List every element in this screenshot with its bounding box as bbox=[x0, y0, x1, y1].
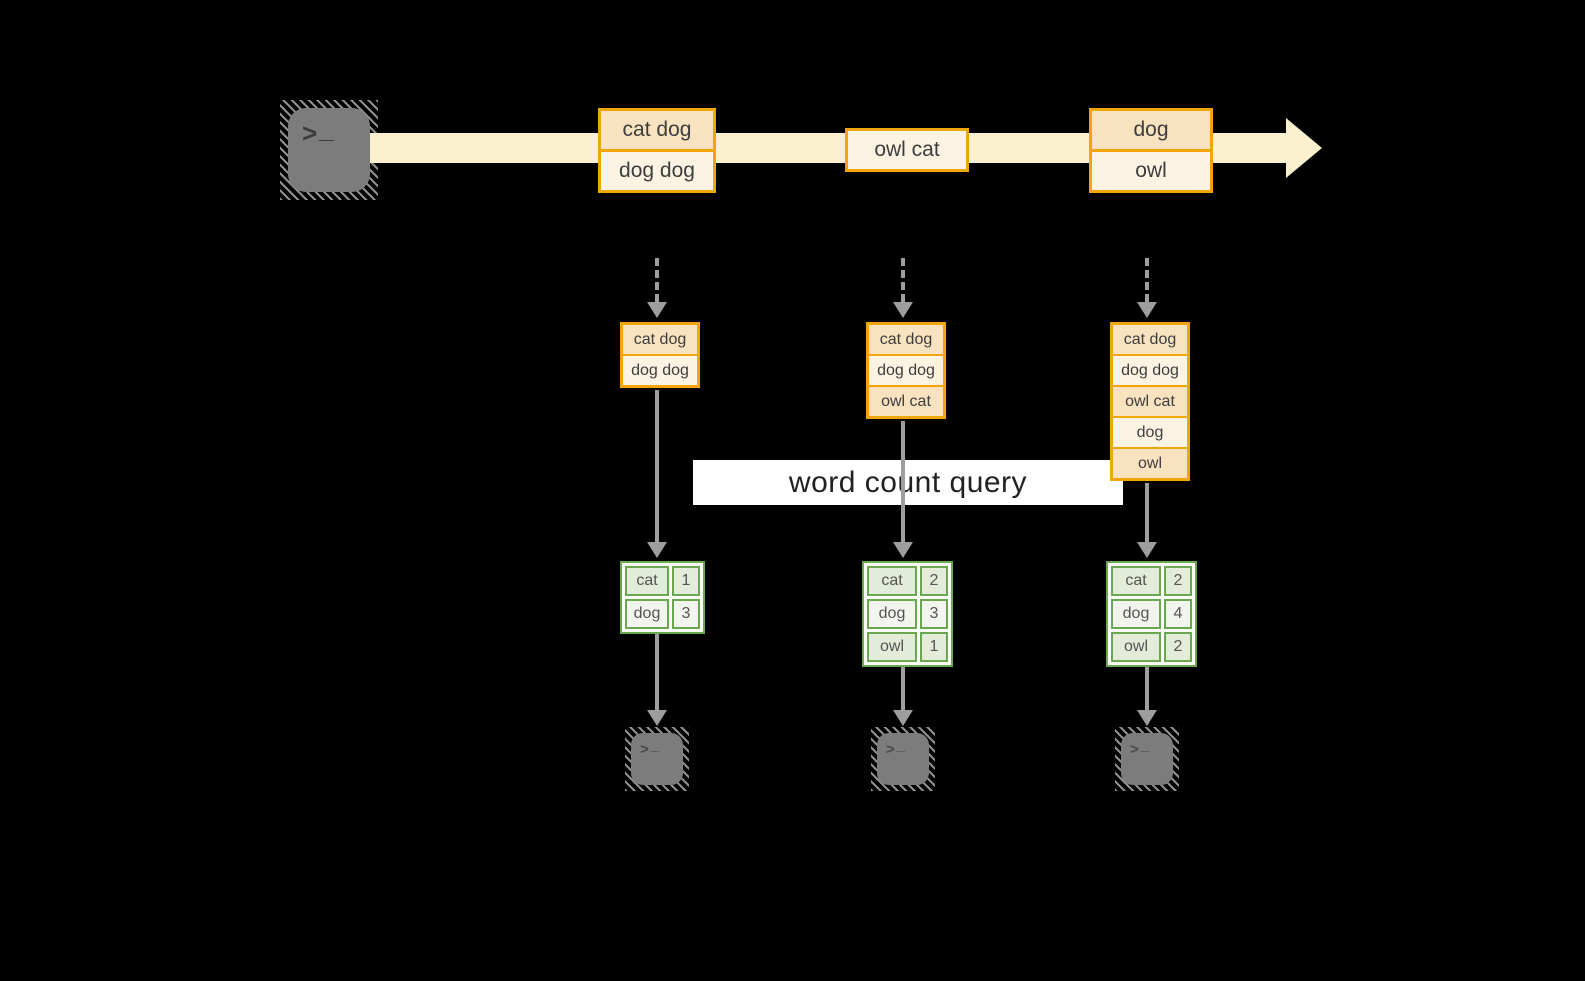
count-cell: 2 bbox=[1164, 566, 1192, 596]
sink-arrow-2 bbox=[893, 660, 913, 726]
terminal-icon-body: >_ bbox=[288, 108, 370, 192]
query-arrow-2 bbox=[893, 421, 913, 558]
terminal-prompt: >_ bbox=[302, 114, 336, 148]
count-cell: 4 bbox=[1164, 599, 1192, 629]
result-table-1: cat 1 dog 3 bbox=[620, 561, 705, 634]
query-arrow-3 bbox=[1137, 483, 1157, 558]
stream-event-line: dog dog bbox=[601, 149, 713, 190]
table-row: owl 1 bbox=[867, 632, 948, 662]
word-cell: dog bbox=[1111, 599, 1161, 629]
table-row: cat 2 bbox=[1111, 566, 1192, 596]
stream-event-line: dog bbox=[1092, 111, 1210, 149]
stream-event-box-3: dog owl bbox=[1089, 108, 1213, 193]
table-row: dog 3 bbox=[625, 599, 700, 629]
terminal-icon-body: >_ bbox=[877, 733, 929, 785]
stream-event-line: owl cat bbox=[848, 131, 966, 169]
table-row: owl 2 bbox=[1111, 632, 1192, 662]
micro-batch-row: owl bbox=[1113, 447, 1187, 478]
word-cell: owl bbox=[1111, 632, 1161, 662]
word-cell: cat bbox=[625, 566, 669, 596]
stream-event-box-1: cat dog dog dog bbox=[598, 108, 716, 193]
count-cell: 3 bbox=[672, 599, 700, 629]
micro-batch-2: cat dog dog dog owl cat bbox=[866, 322, 946, 419]
terminal-icon: >_ bbox=[1115, 727, 1179, 791]
stream-arrowhead-icon bbox=[1286, 118, 1322, 178]
count-cell: 3 bbox=[920, 599, 948, 629]
word-cell: dog bbox=[867, 599, 917, 629]
table-row: dog 3 bbox=[867, 599, 948, 629]
micro-batch-row: dog dog bbox=[869, 354, 943, 385]
query-arrow-1 bbox=[647, 390, 667, 558]
word-cell: owl bbox=[867, 632, 917, 662]
word-cell: cat bbox=[867, 566, 917, 596]
micro-batch-row: cat dog bbox=[1113, 325, 1187, 354]
stream-event-line: owl bbox=[1092, 149, 1210, 190]
table-row: cat 2 bbox=[867, 566, 948, 596]
count-cell: 1 bbox=[672, 566, 700, 596]
micro-batch-3: cat dog dog dog owl cat dog owl bbox=[1110, 322, 1190, 481]
micro-batch-row: dog dog bbox=[1113, 354, 1187, 385]
terminal-icon-body: >_ bbox=[1121, 733, 1173, 785]
count-cell: 2 bbox=[920, 566, 948, 596]
terminal-icon-body: >_ bbox=[631, 733, 683, 785]
micro-batch-row: owl cat bbox=[1113, 385, 1187, 416]
terminal-icon: >_ bbox=[871, 727, 935, 791]
micro-batch-row: dog bbox=[1113, 416, 1187, 447]
word-cell: cat bbox=[1111, 566, 1161, 596]
dashed-arrow-1 bbox=[647, 258, 667, 318]
result-table-3: cat 2 dog 4 owl 2 bbox=[1106, 561, 1197, 667]
stream-event-box-2: owl cat bbox=[845, 128, 969, 172]
terminal-prompt: >_ bbox=[640, 737, 662, 758]
terminal-icon: >_ bbox=[280, 100, 378, 200]
dashed-arrow-2 bbox=[893, 258, 913, 318]
micro-batch-row: dog dog bbox=[623, 354, 697, 385]
table-row: dog 4 bbox=[1111, 599, 1192, 629]
sink-arrow-1 bbox=[647, 630, 667, 726]
micro-batch-row: owl cat bbox=[869, 385, 943, 416]
count-cell: 1 bbox=[920, 632, 948, 662]
micro-batch-1: cat dog dog dog bbox=[620, 322, 700, 388]
micro-batch-row: cat dog bbox=[869, 325, 943, 354]
table-row: cat 1 bbox=[625, 566, 700, 596]
stream-event-line: cat dog bbox=[601, 111, 713, 149]
dashed-arrow-3 bbox=[1137, 258, 1157, 318]
word-cell: dog bbox=[625, 599, 669, 629]
terminal-prompt: >_ bbox=[886, 737, 908, 758]
result-table-2: cat 2 dog 3 owl 1 bbox=[862, 561, 953, 667]
terminal-icon: >_ bbox=[625, 727, 689, 791]
sink-arrow-3 bbox=[1137, 660, 1157, 726]
count-cell: 2 bbox=[1164, 632, 1192, 662]
query-label: word count query bbox=[693, 460, 1123, 505]
micro-batch-row: cat dog bbox=[623, 325, 697, 354]
terminal-prompt: >_ bbox=[1130, 737, 1152, 758]
